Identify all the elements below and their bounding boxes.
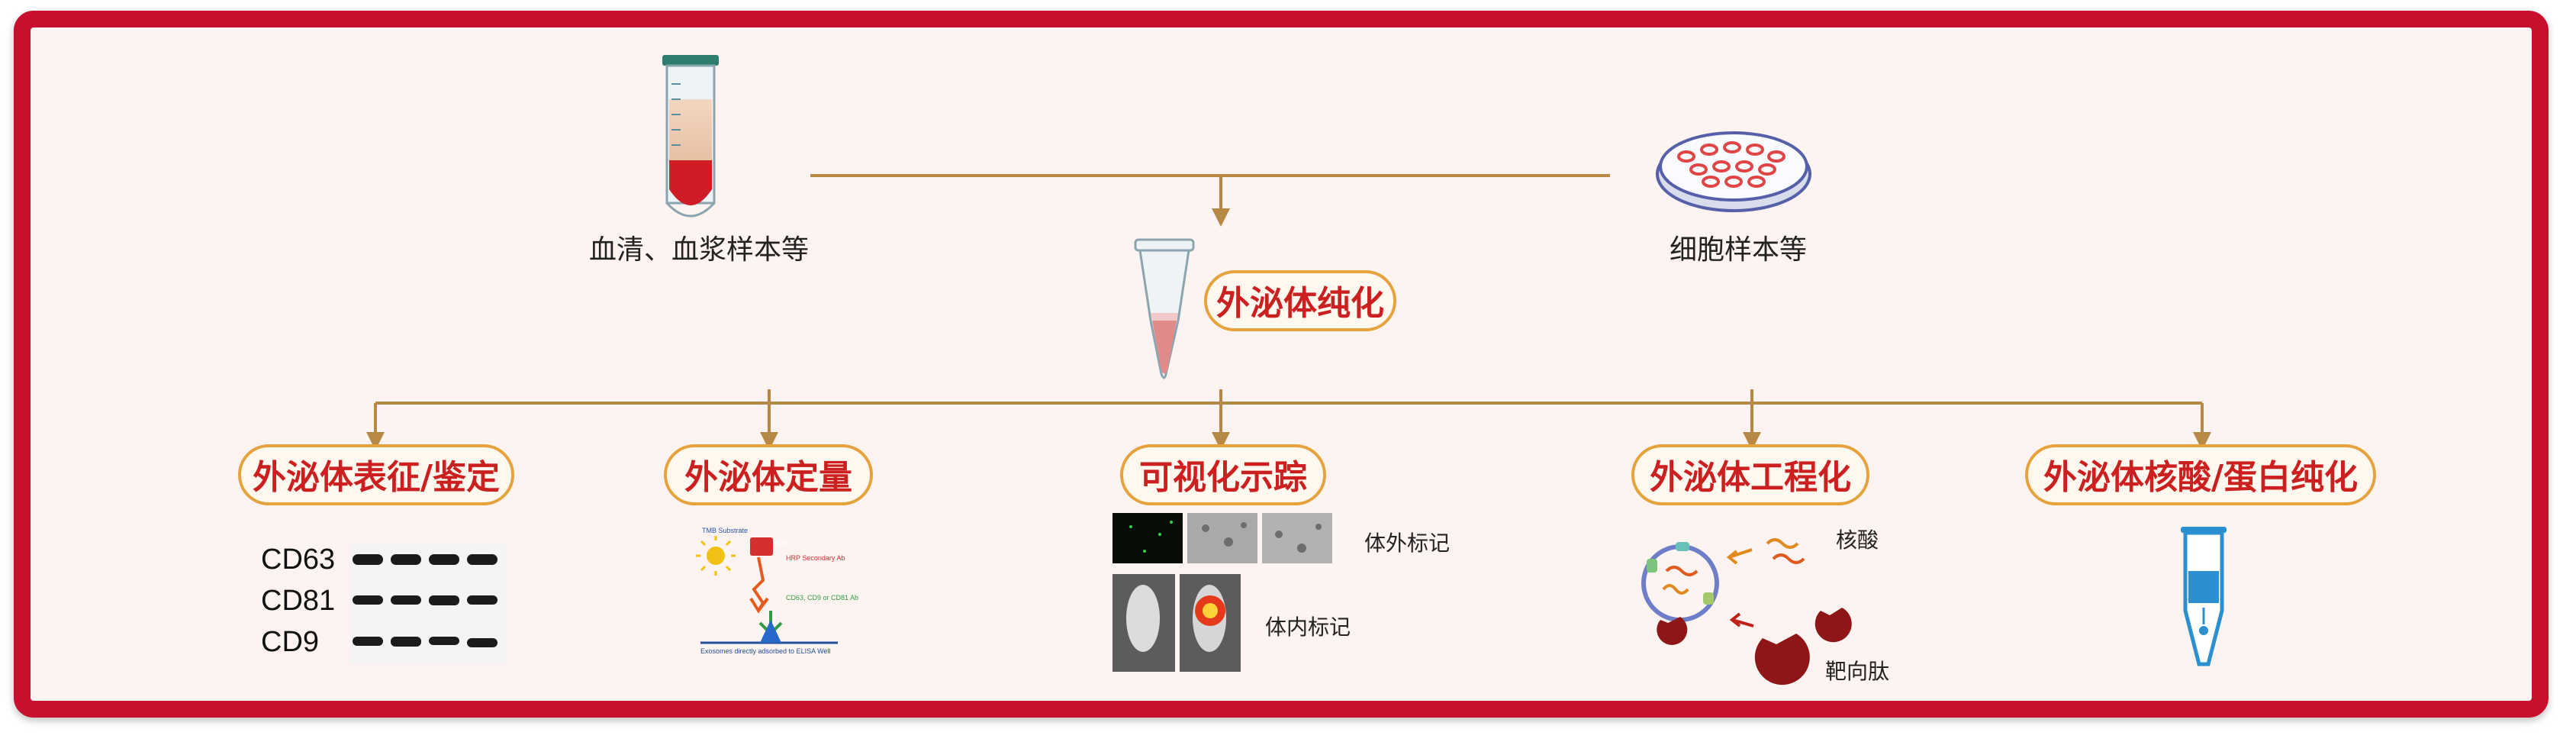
connector-lines	[366, 174, 2211, 450]
western-blot-image	[349, 544, 507, 664]
petri-dish-icon	[1656, 131, 1811, 212]
eppendorf-tube-icon	[1134, 238, 1195, 379]
spin-column-icon	[2181, 527, 2227, 666]
in-vivo-label: 体内标记	[1265, 615, 1351, 640]
sun-icon	[696, 536, 736, 576]
purification-pill: 外泌体纯化	[1204, 270, 1396, 331]
elisa-hrp-text: HRP	[775, 540, 790, 547]
engineered-exosome-icon	[1641, 538, 1852, 686]
serum-sample-label: 血清、血浆样本等	[589, 234, 810, 266]
nucleic-acid-label: 核酸	[1836, 527, 1879, 553]
wb-label-cd81: CD81	[261, 585, 336, 617]
branch-quantification-pill: 外泌体定量	[664, 444, 873, 505]
elisa-schematic: TMB Substrate HRP HRP Secondary Ab CD63,…	[696, 527, 858, 655]
wb-label-cd9: CD9	[261, 626, 320, 658]
branch-engineering-pill: 外泌体工程化	[1631, 444, 1869, 505]
elisa-secondary-text: HRP Secondary Ab	[786, 554, 845, 562]
elisa-base-text: Exosomes directly adsorbed to ELISA Well	[700, 647, 830, 655]
in-vivo-images	[1113, 574, 1241, 672]
wb-label-cd63: CD63	[261, 544, 336, 576]
blood-tube-icon	[662, 55, 719, 218]
branch-tracking-pill: 可视化示踪	[1120, 444, 1326, 505]
elisa-primary-text: CD63, CD9 or CD81 Ab	[786, 594, 858, 602]
elisa-substrate-text: TMB Substrate	[702, 527, 748, 534]
branch-nucleic-protein-pill: 外泌体核酸/蛋白纯化	[2025, 444, 2376, 505]
in-vitro-images	[1113, 513, 1332, 563]
targeting-peptide-label: 靶向肽	[1825, 659, 1890, 684]
cell-sample-label: 细胞样本等	[1670, 234, 1808, 266]
branch-characterization-pill: 外泌体表征/鉴定	[238, 444, 514, 505]
in-vitro-label: 体外标记	[1364, 531, 1451, 556]
